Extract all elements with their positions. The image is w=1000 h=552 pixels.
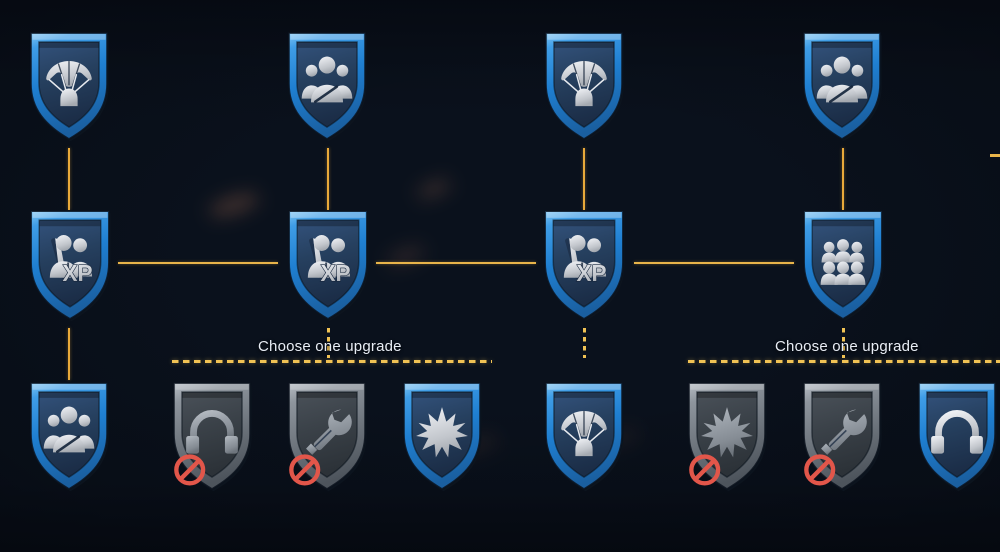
connector-vertical: [68, 328, 70, 380]
skill-node-wrench-locked[interactable]: [798, 380, 886, 492]
connector-vertical-dashed: [583, 328, 586, 358]
connector-horizontal-dashed: [688, 360, 1000, 363]
skill-node-squad[interactable]: [283, 30, 371, 142]
skill-node-headset-locked[interactable]: [168, 380, 256, 492]
connector-horizontal: [376, 262, 536, 264]
skill-node-blast[interactable]: [398, 380, 486, 492]
skill-node-squad-xp[interactable]: XP: [25, 208, 115, 322]
blast-icon: [398, 380, 486, 492]
background-flare: [414, 175, 454, 203]
skill-node-squad[interactable]: [798, 30, 886, 142]
connector-vertical: [583, 148, 585, 210]
svg-text:XP: XP: [320, 260, 350, 286]
svg-text:XP: XP: [62, 260, 92, 286]
skill-node-parachute[interactable]: [540, 30, 628, 142]
skill-node-parachute[interactable]: [540, 380, 628, 492]
squad-xp-icon: XP: [539, 208, 629, 322]
connector-stub: [990, 154, 1000, 157]
parachute-icon: [540, 380, 628, 492]
headset-icon: [913, 380, 1000, 492]
skill-node-squad-xp[interactable]: XP: [539, 208, 629, 322]
skill-node-squad-xp[interactable]: XP: [283, 208, 373, 322]
connector-vertical-dashed: [327, 328, 330, 358]
connector-horizontal-dashed: [172, 360, 492, 363]
connector-horizontal: [634, 262, 794, 264]
locked-icon: [288, 452, 321, 488]
large-squad-icon: [798, 208, 888, 322]
connector-vertical-dashed: [842, 328, 845, 358]
squad-icon: [25, 380, 113, 492]
locked-icon: [173, 452, 206, 488]
parachute-icon: [540, 30, 628, 142]
connector-vertical: [842, 148, 844, 210]
parachute-icon: [25, 30, 113, 142]
choose-one-upgrade-label: Choose one upgrade: [258, 338, 402, 355]
skill-node-wrench-locked[interactable]: [283, 380, 371, 492]
squad-icon: [283, 30, 371, 142]
skill-node-squad[interactable]: [25, 380, 113, 492]
svg-text:XP: XP: [576, 260, 606, 286]
choose-one-upgrade-label: Choose one upgrade: [775, 338, 919, 355]
background-flare: [384, 241, 428, 271]
wrench-icon: [283, 380, 371, 492]
connector-horizontal: [118, 262, 278, 264]
locked-icon: [803, 452, 836, 488]
squad-xp-icon: XP: [283, 208, 373, 322]
skill-node-headset[interactable]: [913, 380, 1000, 492]
skill-node-parachute[interactable]: [25, 30, 113, 142]
locked-icon: [688, 452, 721, 488]
skill-node-large-squad[interactable]: [798, 208, 888, 322]
squad-icon: [798, 30, 886, 142]
skill-node-blast-locked[interactable]: [683, 380, 771, 492]
connector-vertical: [327, 148, 329, 210]
background-flare: [206, 188, 262, 222]
squad-xp-icon: XP: [25, 208, 115, 322]
connector-vertical: [68, 148, 70, 210]
